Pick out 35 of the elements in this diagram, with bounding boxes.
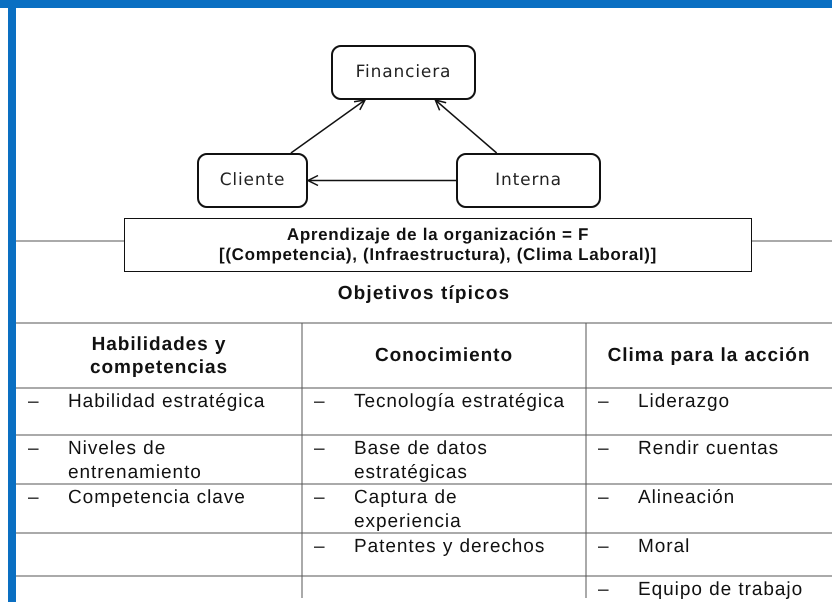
rounded-box: Interna [456,153,601,208]
column-header: Clima para la acción [608,344,810,367]
bullet-dash: – [598,578,610,602]
bullet-dash: – [598,437,610,461]
bullet-dash: – [314,390,326,414]
bullet-dash: – [598,486,610,510]
bullet-dash: – [314,437,326,461]
column-header: Habilidades y competencias [88,332,230,378]
table-text: Rendir cuentas [638,437,780,461]
table-text: Equipo de trabajo [638,578,804,602]
table-text: Captura de experiencia [354,486,463,534]
table-text: Patentes y derechos [354,535,546,559]
arrow [290,99,366,154]
table-text: Base de datos estratégicas [354,437,489,485]
arrow [307,174,456,186]
table-text: Tecnología estratégica [354,390,566,414]
table-title: Objetivos típicos [336,283,512,305]
arrow [434,99,498,154]
bullet-dash: – [598,390,610,414]
bullet-dash: – [28,437,40,461]
bullet-dash: – [28,486,40,510]
rounded-box: Cliente [197,153,308,208]
column-header: Conocimiento [374,344,514,367]
table-text: Alineación [638,486,736,510]
table-text: Habilidad estratégica [68,390,266,414]
rounded-box: Financiera [331,45,476,100]
bullet-dash: – [314,535,326,559]
table-text: Liderazgo [638,390,730,414]
bullet-dash: – [314,486,326,510]
formula-box: Aprendizaje de la organización = F [(Competencia), (Infraestructura), (Clima Laboral)] [124,218,752,272]
bullet-dash: – [28,390,40,414]
table-text: Moral [638,535,690,559]
table-text: Niveles de entrenamiento [68,437,203,485]
table-text: Competencia clave [68,486,246,510]
bullet-dash: – [598,535,610,559]
